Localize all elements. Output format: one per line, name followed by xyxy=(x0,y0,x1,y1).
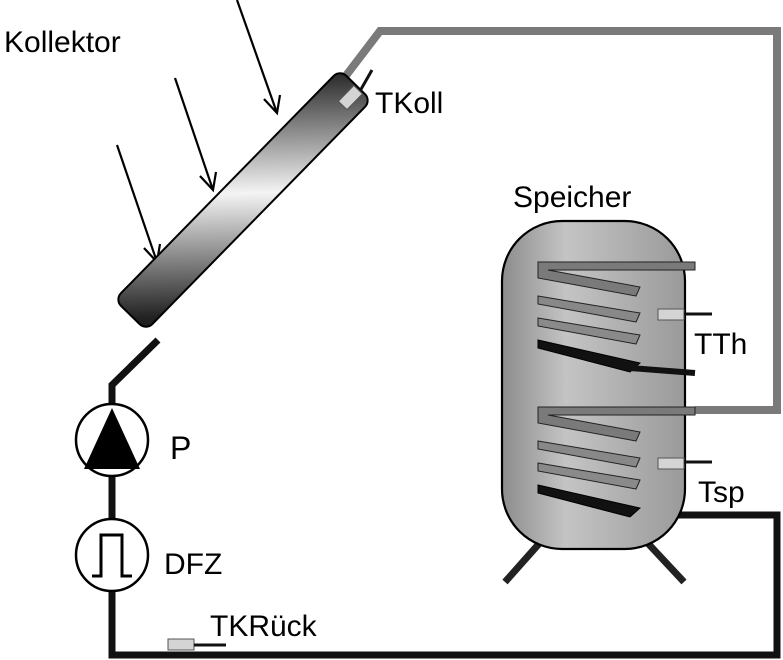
heat-exchanger-lower xyxy=(537,406,696,518)
return-sensor-label: TKRück xyxy=(210,610,318,643)
storage-sensor-bottom xyxy=(657,457,712,470)
storage-label: Speicher xyxy=(513,181,631,214)
collector-sensor xyxy=(337,69,374,111)
return-sensor xyxy=(167,638,226,651)
collector xyxy=(117,72,369,328)
pump-label: P xyxy=(170,430,191,466)
sun-rays xyxy=(115,0,282,265)
flow-pipe xyxy=(331,27,781,414)
collector-label: Kollektor xyxy=(4,26,121,59)
pump xyxy=(74,402,150,478)
pump-triangle-icon xyxy=(84,408,140,469)
storage-sensor-top-label: TTh xyxy=(694,328,747,361)
storage-sensor-bottom-label: Tsp xyxy=(698,476,745,509)
collector-sensor-label: TKoll xyxy=(375,87,443,120)
return-pipe xyxy=(108,337,781,659)
flow-meter-label: DFZ xyxy=(164,548,222,581)
heat-exchanger-upper xyxy=(537,261,696,376)
storage-sensor-top xyxy=(657,308,712,321)
pulse-signal-icon xyxy=(92,533,132,578)
flow-meter xyxy=(74,517,150,593)
